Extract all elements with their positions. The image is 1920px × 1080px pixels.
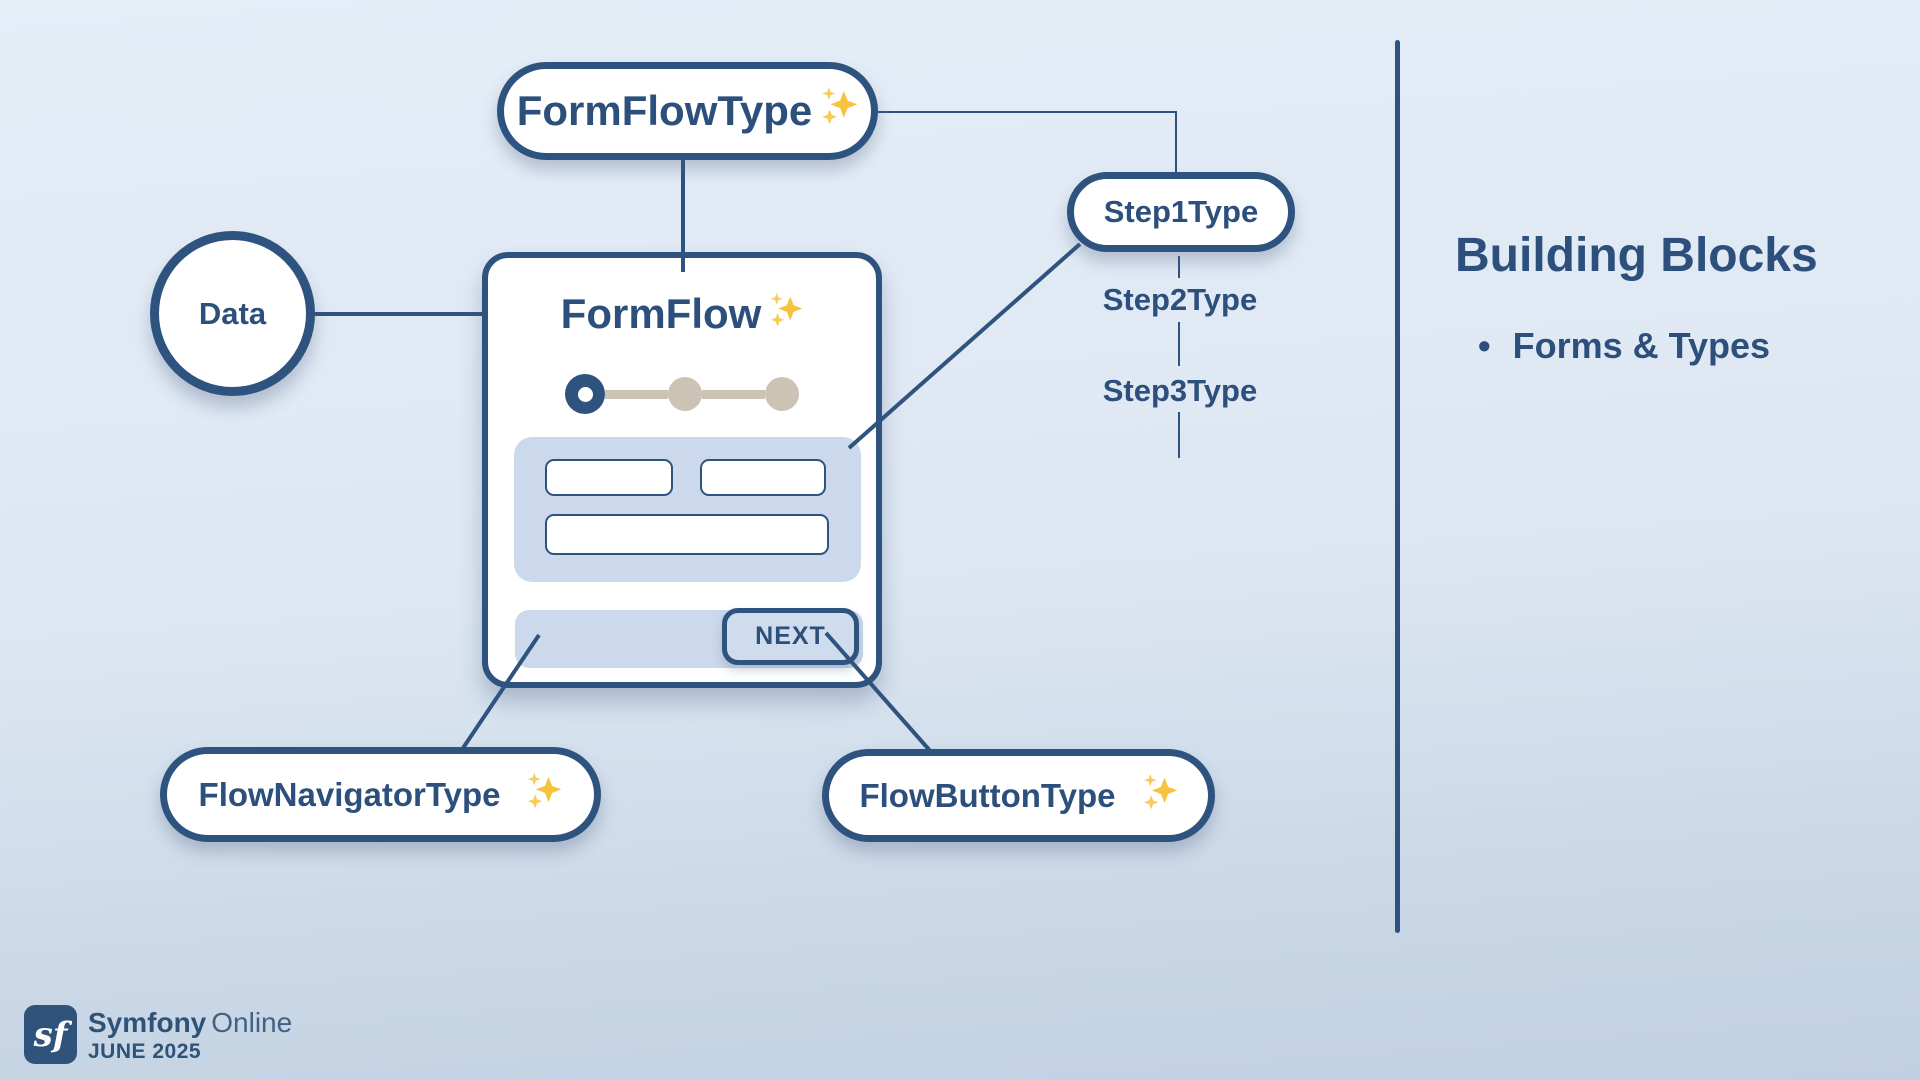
stepper-bar	[605, 389, 668, 399]
event-text: Symfony Online JUNE 2025	[88, 1005, 292, 1064]
sparkles-icon	[767, 290, 803, 338]
form-flow-label: FormFlow	[560, 290, 762, 337]
form-input-small-1[interactable]	[545, 459, 673, 496]
form-input-wide[interactable]	[545, 514, 829, 555]
event-date: JUNE 2025	[88, 1040, 202, 1063]
event-branding: sf Symfony Online JUNE 2025	[24, 1005, 292, 1064]
vertical-divider	[1395, 40, 1400, 933]
next-button[interactable]: NEXT	[722, 608, 859, 665]
sparkles-icon	[524, 772, 562, 818]
data-label: Data	[198, 295, 267, 331]
step1-label: Step1Type	[1103, 194, 1259, 229]
logo-glyph: sf	[33, 1014, 68, 1055]
step-dot	[765, 377, 799, 411]
progress-stepper	[488, 374, 876, 414]
bullet-text: Forms & Types	[1512, 325, 1771, 366]
form-input-small-2[interactable]	[700, 459, 826, 496]
next-button-label: NEXT	[755, 622, 826, 650]
step-dot-active	[565, 374, 605, 414]
symfony-logo-icon: sf	[24, 1005, 77, 1064]
sparkles-icon	[1140, 773, 1178, 819]
brand-suffix: Online	[211, 1007, 293, 1038]
step3-label: Step3Type	[1102, 373, 1258, 408]
node-flow-button-type: FlowButtonType	[822, 749, 1215, 842]
flow-button-label: FlowButtonType	[859, 776, 1116, 814]
node-form-flow-type: FormFlowType	[497, 62, 878, 160]
stepper-bar	[702, 389, 765, 399]
form-flow-type-label: FormFlowType	[516, 87, 813, 134]
slide-bullet: • Forms & Types	[1478, 325, 1770, 367]
form-flow-card: FormFlow NEXT	[482, 252, 882, 688]
step2-label: Step2Type	[1102, 282, 1258, 317]
flow-navigator-label: FlowNavigatorType	[198, 775, 501, 813]
sparkles-icon	[818, 86, 858, 136]
node-flow-navigator-type: FlowNavigatorType	[160, 747, 601, 842]
step-dot	[668, 377, 702, 411]
node-data: Data	[150, 231, 315, 396]
node-step1-type: Step1Type	[1067, 172, 1295, 252]
slide-title: Building Blocks	[1455, 229, 1818, 282]
bullet-marker: •	[1478, 325, 1491, 366]
brand-name: Symfony	[88, 1007, 207, 1038]
form-flow-title: FormFlow	[488, 290, 876, 338]
